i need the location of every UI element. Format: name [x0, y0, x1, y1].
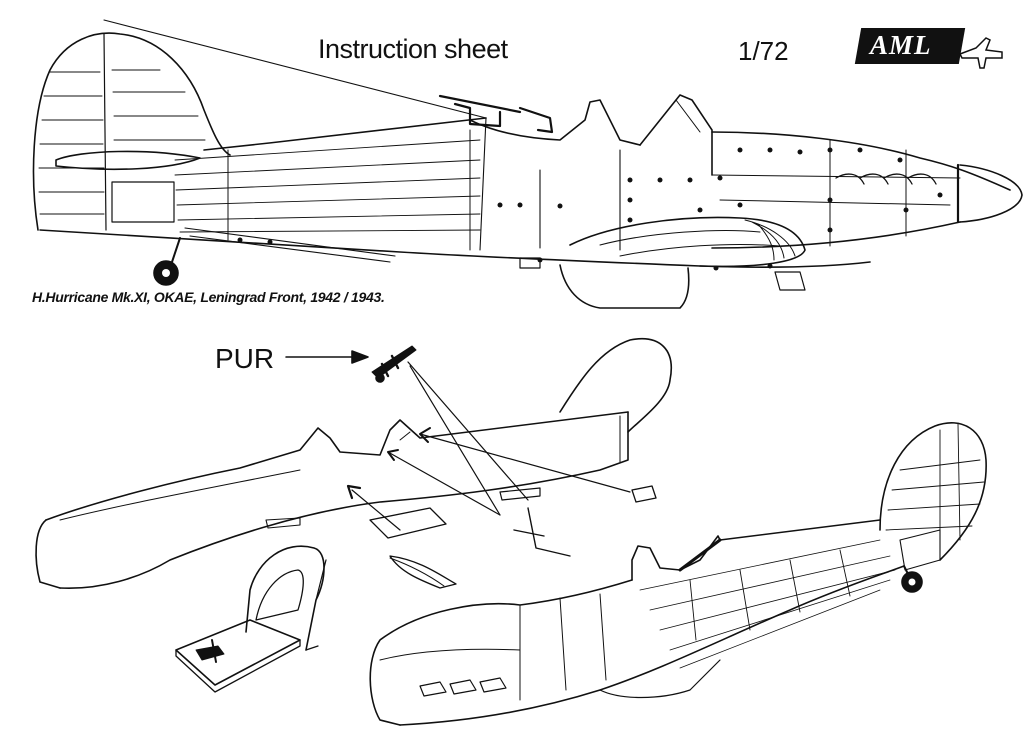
seat-part	[175, 545, 327, 693]
scale-label: 1/72	[738, 36, 789, 66]
fuselage-half-part	[35, 338, 672, 590]
logo-aircraft-icon	[958, 37, 1003, 69]
logo-text: AML	[870, 30, 932, 60]
sheet-title: Instruction sheet	[318, 34, 508, 64]
small-parts	[369, 485, 657, 589]
hurricane-profile-icon	[32, 19, 1023, 309]
pur-callout-arrow	[285, 350, 369, 364]
aircraft-caption: H.Hurricane Mk.XI, OKAE, Leningrad Front…	[32, 289, 385, 305]
machine-gun-icon	[371, 345, 417, 383]
pur-label: PUR	[215, 343, 275, 374]
fuselage-half-ribbed	[369, 422, 987, 726]
aml-logo-icon: AML	[854, 24, 1008, 76]
